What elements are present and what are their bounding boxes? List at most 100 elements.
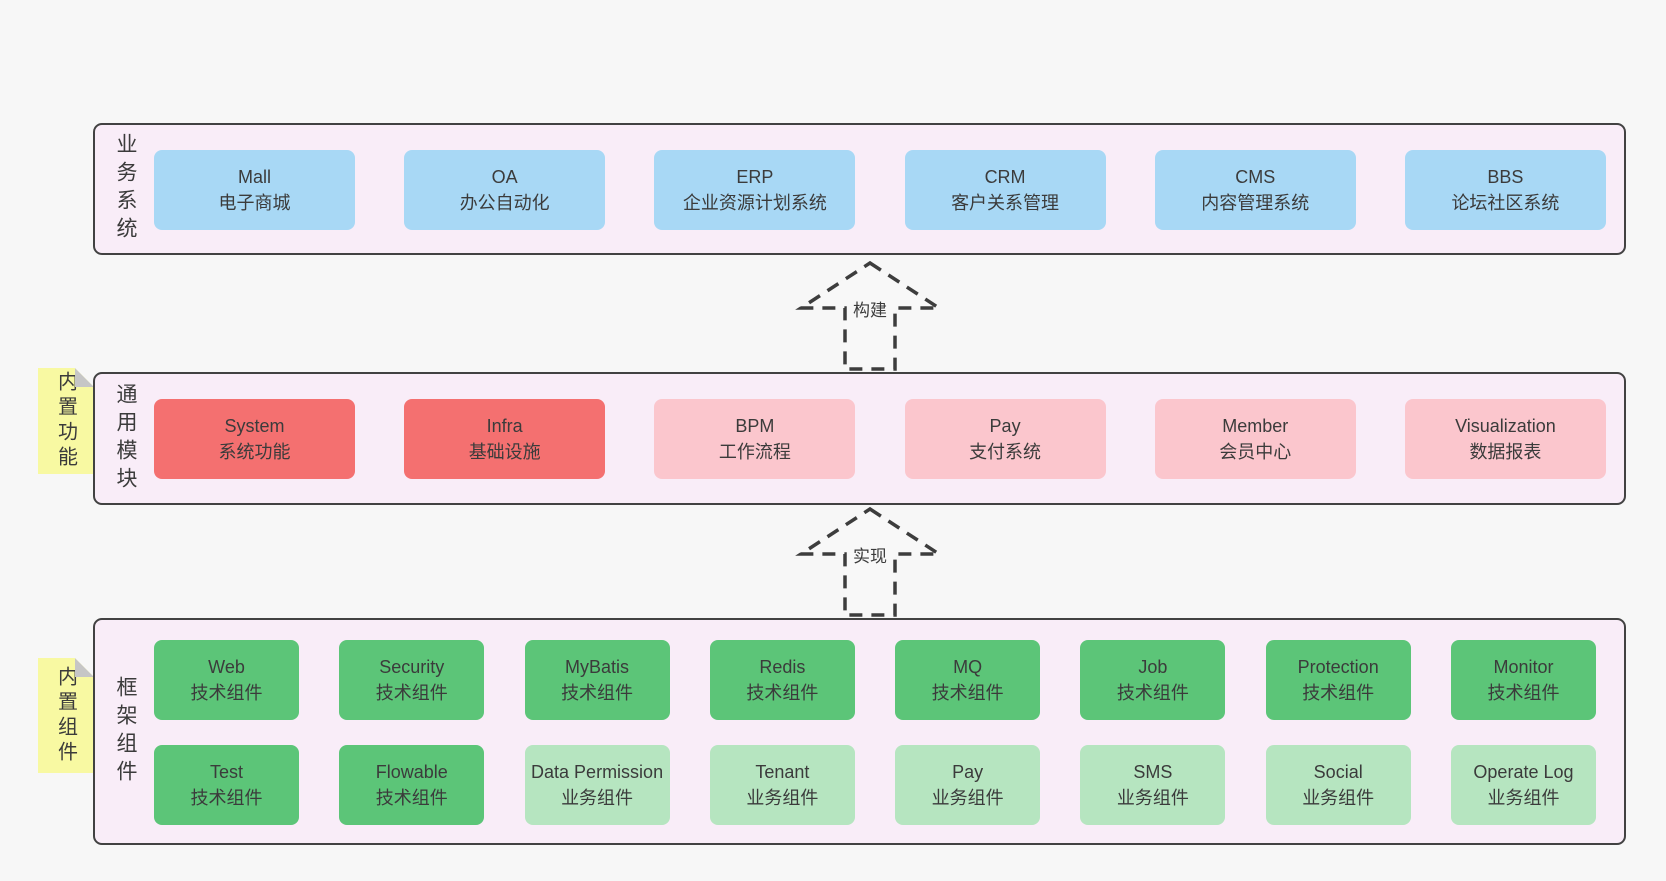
box-bbs: BBS 论坛社区系统 bbox=[1404, 150, 1606, 230]
arrow-implement-label: 实现 bbox=[850, 542, 890, 567]
box-title: Pay bbox=[989, 415, 1021, 436]
sticky-label: 内置组件 bbox=[54, 665, 77, 766]
box-title: BBS bbox=[1487, 166, 1524, 187]
box-title: Security bbox=[379, 656, 445, 677]
box-subtitle: 技术组件 bbox=[1116, 683, 1189, 703]
box-subtitle: 技术组件 bbox=[190, 788, 263, 808]
box-subtitle: 电子商城 bbox=[218, 193, 291, 213]
box-title: Flowable bbox=[375, 761, 448, 782]
box-title: Monitor bbox=[1493, 656, 1554, 677]
box-redis: Redis 技术组件 bbox=[709, 640, 855, 720]
box-operate-log: Operate Log 业务组件 bbox=[1450, 745, 1596, 825]
band-components-label: 框架组件 bbox=[114, 675, 137, 788]
box-subtitle: 技术组件 bbox=[931, 683, 1004, 703]
box-title: Visualization bbox=[1455, 415, 1556, 436]
band-modules-label: 通用模块 bbox=[114, 382, 137, 495]
box-title: Social bbox=[1313, 761, 1363, 782]
box-subtitle: 数据报表 bbox=[1469, 442, 1542, 462]
business-boxes-row: Mall 电子商城 OA 办公自动化 ERP 企业资源计划系统 CRM 客户关系… bbox=[154, 150, 1606, 230]
box-title: Job bbox=[1138, 656, 1168, 677]
box-social: Social 业务组件 bbox=[1265, 745, 1411, 825]
components-row-1: Web 技术组件 Security 技术组件 MyBatis 技术组件 Redi… bbox=[154, 640, 1596, 720]
box-cms: CMS 内容管理系统 bbox=[1154, 150, 1356, 230]
arrow-build: 构建 bbox=[795, 258, 945, 372]
box-mybatis: MyBatis 技术组件 bbox=[524, 640, 670, 720]
box-sms: SMS 业务组件 bbox=[1080, 745, 1226, 825]
box-subtitle: 业务组件 bbox=[931, 788, 1004, 808]
box-subtitle: 技术组件 bbox=[561, 683, 634, 703]
box-title: BPM bbox=[735, 415, 775, 436]
box-subtitle: 业务组件 bbox=[1487, 788, 1560, 808]
box-subtitle: 业务组件 bbox=[746, 788, 819, 808]
box-title: Web bbox=[208, 656, 245, 677]
box-subtitle: 业务组件 bbox=[1116, 788, 1189, 808]
box-visualization: Visualization 数据报表 bbox=[1404, 399, 1606, 479]
box-title: MyBatis bbox=[565, 656, 630, 677]
box-title: Pay bbox=[952, 761, 984, 782]
box-subtitle: 内容管理系统 bbox=[1201, 193, 1310, 213]
box-title: Tenant bbox=[755, 761, 810, 782]
box-subtitle: 客户关系管理 bbox=[951, 193, 1060, 213]
box-flowable: Flowable 技术组件 bbox=[339, 745, 485, 825]
box-subtitle: 业务组件 bbox=[1302, 788, 1375, 808]
box-mall: Mall 电子商城 bbox=[154, 150, 355, 230]
box-erp: ERP 企业资源计划系统 bbox=[654, 150, 856, 230]
box-web: Web 技术组件 bbox=[154, 640, 299, 720]
box-monitor: Monitor 技术组件 bbox=[1450, 640, 1596, 720]
box-subtitle: 办公自动化 bbox=[459, 193, 550, 213]
box-subtitle: 工作流程 bbox=[718, 442, 791, 462]
box-pay-biz: Pay 业务组件 bbox=[895, 745, 1041, 825]
box-title: SMS bbox=[1133, 761, 1173, 782]
box-protection: Protection 技术组件 bbox=[1265, 640, 1411, 720]
box-subtitle: 论坛社区系统 bbox=[1451, 193, 1560, 213]
components-row-2: Test 技术组件 Flowable 技术组件 Data Permission … bbox=[154, 745, 1596, 825]
box-subtitle: 企业资源计划系统 bbox=[682, 193, 827, 213]
arrow-implement: 实现 bbox=[795, 504, 945, 618]
box-subtitle: 会员中心 bbox=[1219, 442, 1292, 462]
box-test: Test 技术组件 bbox=[154, 745, 299, 825]
box-pay: Pay 支付系统 bbox=[904, 399, 1106, 479]
box-subtitle: 支付系统 bbox=[969, 442, 1042, 462]
box-subtitle: 技术组件 bbox=[1487, 683, 1560, 703]
box-subtitle: 基础设施 bbox=[468, 442, 541, 462]
box-title: ERP bbox=[736, 166, 774, 187]
box-subtitle: 技术组件 bbox=[190, 683, 263, 703]
box-title: Member bbox=[1222, 415, 1289, 436]
box-title: Operate Log bbox=[1473, 761, 1574, 782]
arrow-build-label: 构建 bbox=[850, 296, 890, 321]
box-data-permission: Data Permission 业务组件 bbox=[524, 745, 670, 825]
box-title: Test bbox=[209, 761, 243, 782]
box-infra: Infra 基础设施 bbox=[404, 399, 606, 479]
box-mq: MQ 技术组件 bbox=[895, 640, 1041, 720]
band-business-systems: 业务系统 Mall 电子商城 OA 办公自动化 ERP 企业资源计划系统 CRM… bbox=[93, 123, 1626, 255]
box-subtitle: 技术组件 bbox=[375, 683, 448, 703]
box-bpm: BPM 工作流程 bbox=[654, 399, 856, 479]
sticky-label: 内置功能 bbox=[54, 371, 77, 471]
box-oa: OA 办公自动化 bbox=[404, 150, 606, 230]
box-security: Security 技术组件 bbox=[339, 640, 485, 720]
box-job: Job 技术组件 bbox=[1080, 640, 1226, 720]
box-title: Mall bbox=[237, 166, 271, 187]
sticky-fold-corner-icon bbox=[75, 368, 94, 387]
box-title: Protection bbox=[1297, 656, 1379, 677]
box-subtitle: 技术组件 bbox=[746, 683, 819, 703]
sticky-fold-corner-icon bbox=[75, 658, 94, 677]
box-title: Infra bbox=[486, 415, 523, 436]
box-title: MQ bbox=[953, 656, 983, 677]
band-business-label: 业务系统 bbox=[114, 133, 137, 245]
box-title: CRM bbox=[984, 166, 1026, 187]
box-system: System 系统功能 bbox=[154, 399, 355, 479]
box-subtitle: 技术组件 bbox=[375, 788, 448, 808]
sticky-note-builtin-features: 内置功能 bbox=[38, 368, 94, 474]
box-crm: CRM 客户关系管理 bbox=[904, 150, 1106, 230]
box-title: System bbox=[224, 415, 285, 436]
box-title: Data Permission bbox=[531, 761, 664, 782]
sticky-note-builtin-components: 内置组件 bbox=[38, 658, 94, 773]
box-subtitle: 技术组件 bbox=[1302, 683, 1375, 703]
box-tenant: Tenant 业务组件 bbox=[709, 745, 855, 825]
box-title: Redis bbox=[759, 656, 806, 677]
box-member: Member 会员中心 bbox=[1154, 399, 1356, 479]
box-subtitle: 业务组件 bbox=[561, 788, 634, 808]
band-framework-components: 框架组件 Web 技术组件 Security 技术组件 MyBatis 技术组件… bbox=[93, 618, 1626, 845]
band-common-modules: 通用模块 System 系统功能 Infra 基础设施 BPM 工作流程 Pay… bbox=[93, 372, 1626, 505]
